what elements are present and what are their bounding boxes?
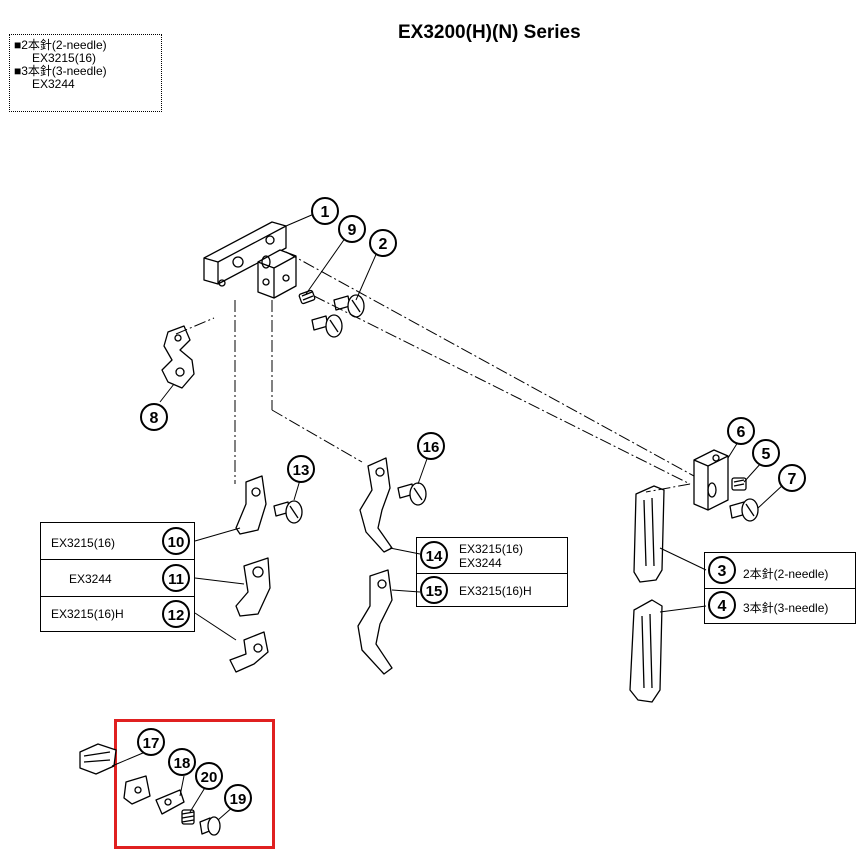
callout-3: 3: [708, 556, 736, 584]
leader-lines: [111, 213, 785, 821]
page-title: EX3200(H)(N) Series: [398, 22, 581, 43]
callout-2: 2: [369, 229, 397, 257]
row-10-label: EX3215(16): [51, 536, 116, 550]
callout-4: 4: [708, 591, 736, 619]
callout-19: 19: [224, 784, 252, 812]
legend-3needle: ■3本針(3-needle): [14, 64, 107, 78]
bracket-part-3: [633, 485, 665, 583]
callout-9: 9: [338, 215, 366, 243]
callout-2-label: 2: [379, 236, 388, 253]
row-3: 2本針(2-needle): [705, 553, 855, 589]
callout-8: 8: [140, 403, 168, 431]
legend-model-2needle: EX3215(16): [32, 51, 97, 65]
callout-18: 18: [168, 748, 196, 776]
callout-18-label: 18: [174, 755, 191, 772]
bracket-part-15: [357, 569, 393, 675]
plate-part-11: [235, 557, 271, 617]
screw-part-2: [333, 294, 365, 318]
callout-9-label: 9: [348, 222, 357, 239]
callout-6: 6: [727, 417, 755, 445]
legend-model-3needle: EX3244: [32, 77, 75, 91]
callout-7: 7: [778, 464, 806, 492]
callout-10: 10: [162, 527, 190, 555]
callout-4-label: 4: [718, 598, 727, 615]
callout-13-label: 13: [293, 462, 310, 479]
row-12-label: EX3215(16)H: [51, 607, 124, 621]
callout-14-label: 14: [426, 548, 443, 565]
row-11-label: EX3244: [69, 572, 112, 586]
callout-markers: 1 9 2 8 6 5 7 13 16 10 11 12 14 15 3 4 1…: [137, 197, 806, 812]
callout-20: 20: [195, 762, 223, 790]
callout-15: 15: [420, 576, 448, 604]
row-4-label: 3本針(3-needle): [743, 601, 829, 615]
callout-5: 5: [752, 439, 780, 467]
row-14-label-a: EX3215(16): [459, 542, 524, 556]
callout-19-label: 19: [230, 791, 247, 808]
screw-part-2b: [311, 314, 343, 338]
callout-16: 16: [417, 432, 445, 460]
plate-part-12: [229, 631, 269, 673]
row-3-label: 2本針(2-needle): [743, 567, 829, 581]
callout-14: 14: [420, 541, 448, 569]
callout-10-label: 10: [168, 534, 185, 551]
callout-12: 12: [162, 600, 190, 628]
bracket-part-14: [359, 457, 393, 553]
block-part-6: [693, 449, 729, 511]
holder-assembly: [79, 743, 117, 775]
plate-part-10: [235, 475, 267, 535]
base-plate-part: [203, 221, 297, 299]
callout-17: 17: [137, 728, 165, 756]
callout-1: 1: [311, 197, 339, 225]
row-15-label: EX3215(16)H: [459, 584, 532, 598]
plate-part-17: [123, 775, 151, 805]
screw-part-13: [273, 500, 303, 524]
callout-20-label: 20: [201, 769, 218, 786]
callout-8-label: 8: [150, 410, 159, 427]
callout-11-label: 11: [168, 571, 184, 588]
screw-part-7: [729, 498, 759, 522]
callout-12-label: 12: [168, 607, 185, 624]
callout-17-label: 17: [143, 735, 160, 752]
spring-part-20: [181, 809, 195, 825]
callout-16-label: 16: [423, 439, 440, 456]
callout-1-label: 1: [321, 204, 330, 221]
screw-part-9: [298, 289, 316, 305]
row-14: EX3215(16) EX3244: [417, 538, 567, 574]
screw-part-19: [199, 816, 221, 836]
row-10: EX3215(16): [41, 523, 194, 560]
highlight-frame: [114, 719, 275, 849]
bracket-part-4: [629, 599, 663, 703]
plate-part-18: [155, 789, 185, 815]
callout-3-label: 3: [718, 563, 727, 580]
assembly-lines: [175, 251, 695, 493]
row-15: EX3215(16)H: [417, 574, 567, 608]
model-legend: ■2本針(2-needle) EX3215(16) ■3本針(3-needle)…: [9, 34, 162, 112]
screw-part-16: [397, 482, 427, 506]
row-11: EX3244: [41, 560, 194, 597]
row-14-label-b: EX3244: [459, 556, 502, 570]
callout-15-label: 15: [426, 583, 443, 600]
screw-part-5: [731, 477, 747, 491]
callout-7-label: 7: [788, 471, 797, 488]
callout-13: 13: [287, 455, 315, 483]
lever-part-8: [161, 325, 195, 389]
callout-6-label: 6: [737, 424, 746, 441]
callout-5-label: 5: [762, 446, 771, 463]
legend-2needle: ■2本針(2-needle): [14, 38, 107, 52]
callout-11: 11: [162, 564, 190, 592]
row-4: 3本針(3-needle): [705, 589, 855, 625]
row-12: EX3215(16)H: [41, 597, 194, 633]
